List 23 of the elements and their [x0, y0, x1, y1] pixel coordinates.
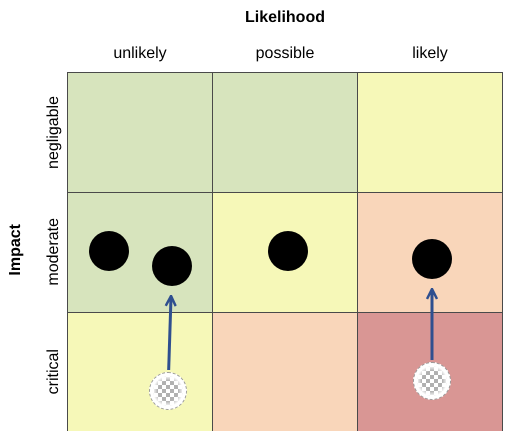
matrix-cell	[212, 72, 358, 193]
risk-dot	[268, 231, 308, 271]
axis-title: Likelihood	[245, 10, 325, 26]
matrix-cell	[212, 192, 358, 313]
axis-title: Impact	[8, 224, 24, 276]
column-header: possible	[256, 46, 314, 62]
risk-dot	[89, 231, 129, 271]
risk-dot	[412, 239, 452, 279]
arrow	[164, 294, 177, 370]
matrix-cell	[357, 312, 503, 431]
matrix-cell	[67, 312, 213, 431]
matrix-cell	[67, 192, 213, 313]
checkered-circle	[149, 372, 187, 410]
checkered-circle	[413, 362, 451, 400]
matrix-cell	[357, 192, 503, 313]
risk-dot	[152, 246, 192, 286]
column-header: unlikely	[113, 46, 167, 62]
matrix-cell	[212, 312, 358, 431]
row-header: critical	[46, 349, 62, 395]
matrix-cell	[67, 72, 213, 193]
arrow	[426, 288, 438, 360]
row-header: moderate	[46, 218, 62, 286]
matrix-cell	[357, 72, 503, 193]
